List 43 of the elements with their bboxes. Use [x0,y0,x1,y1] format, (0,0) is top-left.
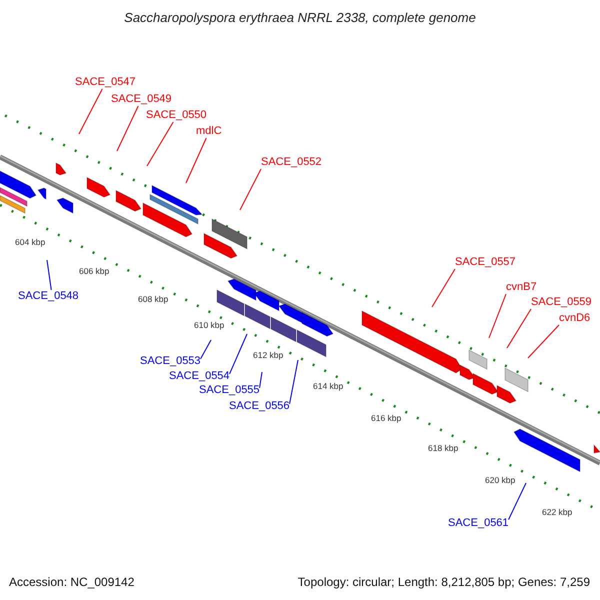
accession-text: Accession: NC_009142 [9,575,134,589]
leader-line [259,372,262,388]
gene-label: cvnD6 [559,312,590,325]
scale-tick-label: 608 kbp [138,294,168,304]
gene-label: SACE_0550 [146,109,207,122]
leader-line [506,308,532,348]
scale-tick-label: 616 kbp [371,413,402,423]
gene-label: mdlC [196,125,222,138]
leader-line [508,482,526,520]
gene-label: SACE_0561 [448,517,509,530]
leader-line [116,106,139,152]
gene-label: SACE_0556 [229,400,290,413]
leader-line [289,360,298,404]
genome-title: Saccharopolyspora erythraea NRRL 2338, complete genome [123,10,477,25]
gene-label: SACE_0559 [531,296,592,309]
gene-label: SACE_0554 [169,370,230,383]
scale-tick-label: 604 kbp [15,237,46,247]
gene-label: SACE_0553 [140,355,201,368]
leader-line [78,88,103,134]
gene-label: SACE_0557 [455,256,516,269]
leader-line [488,294,506,338]
scale-tick-label: 606 kbp [79,266,110,276]
leader-line [528,324,560,358]
scale-tick-label: 612 kbp [253,350,284,360]
gene-label: SACE_0552 [261,156,322,169]
scale-tick-label: 620 kbp [485,475,516,485]
leader-line [229,334,248,374]
gene-label: SACE_0548 [18,290,79,303]
gene-label: SACE_0549 [111,93,172,106]
scale-tick-label: 622 kbp [542,507,572,517]
gene-label: cvnB7 [506,281,537,294]
leader-line [432,268,456,308]
gene-label: SACE_0547 [75,76,136,89]
gene-label: SACE_0555 [199,384,260,397]
leader-line [240,168,262,210]
genome-stats-text: Topology: circular; Length: 8,212,805 bp; Genes: 7,259 [298,575,590,589]
leader-line [146,122,174,166]
leader-line [46,260,52,290]
leader-line [200,340,212,360]
scale-tick-label: 610 kbp [194,320,224,330]
leader-line [186,138,207,184]
scale-tick-label: 618 kbp [428,443,458,453]
scale-tick-label: 614 kbp [313,381,344,391]
